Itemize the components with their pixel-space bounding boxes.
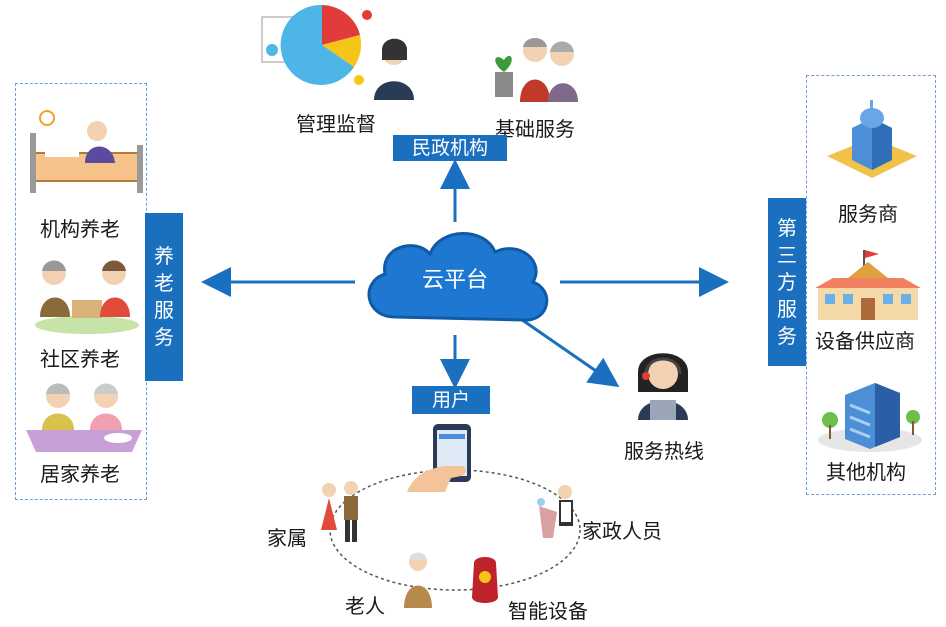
supplier-building-icon — [815, 250, 921, 320]
nursing-bed-icon — [30, 110, 143, 193]
user-member-family: 家属 — [267, 526, 307, 550]
user-member-elderly: 老人 — [345, 594, 385, 618]
center-label: 云平台 — [421, 268, 488, 293]
user-member-device: 智能设备 — [508, 599, 588, 623]
office-building-icon — [827, 100, 917, 178]
smart-device-icon — [472, 557, 498, 603]
top-item-basic: 基础服务 — [495, 117, 575, 141]
right-panel — [806, 75, 936, 495]
smartphone-hand-icon — [407, 424, 471, 492]
elderly-couple-icon — [495, 38, 578, 102]
headset-operator-icon — [638, 353, 688, 420]
user-member-housekeeper: 家政人员 — [582, 519, 662, 543]
cloud-icon — [367, 232, 549, 322]
left-item-community: 社区养老 — [40, 347, 120, 371]
left-tag: 养 老 服 务 — [145, 213, 183, 381]
left-item-institution: 机构养老 — [40, 217, 120, 241]
elderly-person-icon — [404, 552, 432, 608]
user-ring — [329, 469, 581, 591]
top-item-manage: 管理监督 — [296, 112, 376, 136]
pie-chart-manager-icon — [261, 4, 414, 100]
arrow-hotline — [514, 313, 620, 388]
user-tag: 用户 — [412, 386, 490, 414]
right-item-supplier: 设备供应商 — [815, 329, 915, 353]
right-item-other: 其他机构 — [826, 460, 906, 484]
community-elders-icon — [35, 260, 139, 334]
hotline-label: 服务热线 — [624, 439, 704, 463]
housekeeper-icon — [537, 485, 573, 538]
top-tag: 民政机构 — [393, 135, 507, 161]
left-item-home: 居家养老 — [40, 462, 120, 486]
family-couple-icon — [321, 481, 358, 542]
right-item-provider: 服务商 — [838, 202, 898, 226]
server-building-icon — [818, 383, 922, 452]
right-tag: 第 三 方 服 务 — [768, 198, 806, 366]
home-cooking-elders-icon — [26, 383, 142, 452]
